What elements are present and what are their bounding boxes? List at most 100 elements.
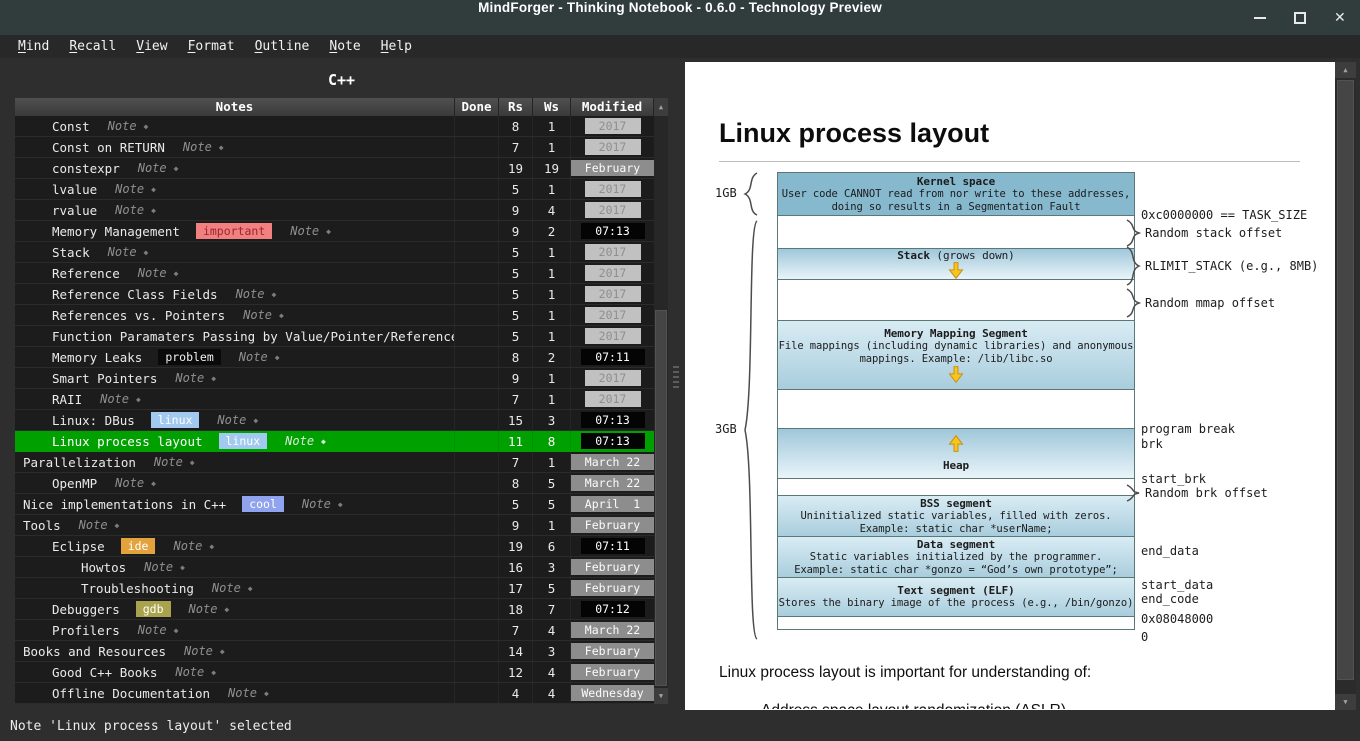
diamond-icon: ◆ bbox=[151, 205, 156, 215]
segment-text: Example: static char *gonzo = “God’s own… bbox=[794, 563, 1118, 576]
scrollbar-thumb[interactable] bbox=[655, 310, 667, 686]
minimize-button[interactable] bbox=[1252, 10, 1268, 26]
scrollbar-thumb[interactable] bbox=[1337, 80, 1354, 680]
writes-count: 1 bbox=[533, 137, 571, 157]
scroll-down-icon[interactable]: ▼ bbox=[654, 688, 668, 704]
column-header-done[interactable]: Done bbox=[455, 98, 499, 116]
writes-count: 5 bbox=[533, 473, 571, 493]
menu-recall[interactable]: Recall bbox=[69, 39, 117, 54]
note-type-label: Note bbox=[107, 119, 137, 133]
arrow-down-icon bbox=[948, 262, 964, 279]
menu-note[interactable]: Note bbox=[329, 39, 361, 54]
notes-table-scrollbar[interactable]: ▲ ▼ bbox=[654, 98, 668, 704]
menu-help[interactable]: Help bbox=[380, 39, 412, 54]
column-header-modified[interactable]: Modified bbox=[571, 98, 654, 116]
segment-title: Data segment bbox=[916, 537, 996, 551]
done-cell bbox=[455, 263, 499, 283]
scroll-up-icon[interactable]: ▲ bbox=[654, 98, 668, 116]
table-row[interactable]: Function Paramaters Passing by Value/Poi… bbox=[15, 326, 654, 347]
done-cell bbox=[455, 473, 499, 493]
arrow-down-icon bbox=[948, 366, 964, 383]
note-type-label: Note bbox=[243, 308, 272, 322]
segment-text-segment-elf-: Text segment (ELF)Stores the binary imag… bbox=[777, 577, 1135, 617]
menu-outline[interactable]: Outline bbox=[254, 39, 310, 54]
column-header-rs[interactable]: Rs bbox=[499, 98, 533, 116]
size-label: 3GB bbox=[715, 422, 737, 436]
done-cell bbox=[455, 305, 499, 325]
note-title: Stack bbox=[52, 244, 90, 260]
address-label: brk bbox=[1141, 437, 1163, 451]
column-header-notes[interactable]: Notes bbox=[15, 98, 455, 116]
reads-count: 19 bbox=[499, 158, 533, 178]
modified-badge: February bbox=[571, 160, 654, 176]
diamond-icon: ◆ bbox=[173, 163, 179, 173]
note-type-label: Note bbox=[107, 245, 137, 259]
address-label: 0 bbox=[1141, 630, 1149, 644]
writes-count: 7 bbox=[533, 599, 571, 619]
reads-count: 4 bbox=[499, 683, 533, 703]
menu-mind[interactable]: Mind bbox=[18, 39, 50, 54]
reads-count: 7 bbox=[499, 137, 533, 157]
writes-count: 1 bbox=[533, 179, 571, 199]
writes-count: 2 bbox=[533, 221, 571, 241]
done-cell bbox=[455, 641, 499, 661]
preview-scrollbar[interactable]: ▲ ▼ bbox=[1335, 62, 1356, 710]
writes-count: 1 bbox=[533, 263, 571, 283]
note-title: Profilers bbox=[52, 622, 120, 638]
close-button[interactable]: ✕ bbox=[1332, 10, 1348, 26]
segment-text: File mappings (including dynamic librari… bbox=[778, 340, 1134, 352]
reads-count: 12 bbox=[499, 662, 533, 682]
close-icon: ✕ bbox=[1334, 9, 1346, 26]
column-header-ws[interactable]: Ws bbox=[533, 98, 571, 116]
menu-view[interactable]: View bbox=[136, 39, 168, 54]
done-cell bbox=[455, 494, 499, 514]
reads-count: 9 bbox=[499, 515, 533, 535]
note-title: Const bbox=[52, 118, 90, 134]
right-brace-icon bbox=[1125, 246, 1141, 289]
modified-badge: 2017 bbox=[584, 370, 641, 386]
scroll-down-icon[interactable]: ▼ bbox=[1335, 694, 1356, 710]
done-cell bbox=[455, 662, 499, 682]
status-bar: Note 'Linux process layout' selected bbox=[0, 714, 1360, 741]
scroll-up-icon[interactable]: ▲ bbox=[1335, 62, 1356, 78]
maximize-button[interactable] bbox=[1292, 10, 1308, 26]
modified-badge: 2017 bbox=[584, 244, 641, 260]
reads-count: 5 bbox=[499, 494, 533, 514]
menu-format[interactable]: Format bbox=[187, 39, 235, 54]
segment-text: Stores the binary image of the process (… bbox=[778, 597, 1134, 609]
note-title: Howtos bbox=[81, 559, 127, 575]
done-cell bbox=[455, 452, 499, 472]
done-cell bbox=[455, 410, 499, 430]
minimize-icon bbox=[1254, 16, 1266, 19]
diamond-icon: ◆ bbox=[337, 499, 343, 509]
writes-count: 4 bbox=[533, 662, 571, 682]
panel-splitter[interactable] bbox=[668, 58, 685, 710]
